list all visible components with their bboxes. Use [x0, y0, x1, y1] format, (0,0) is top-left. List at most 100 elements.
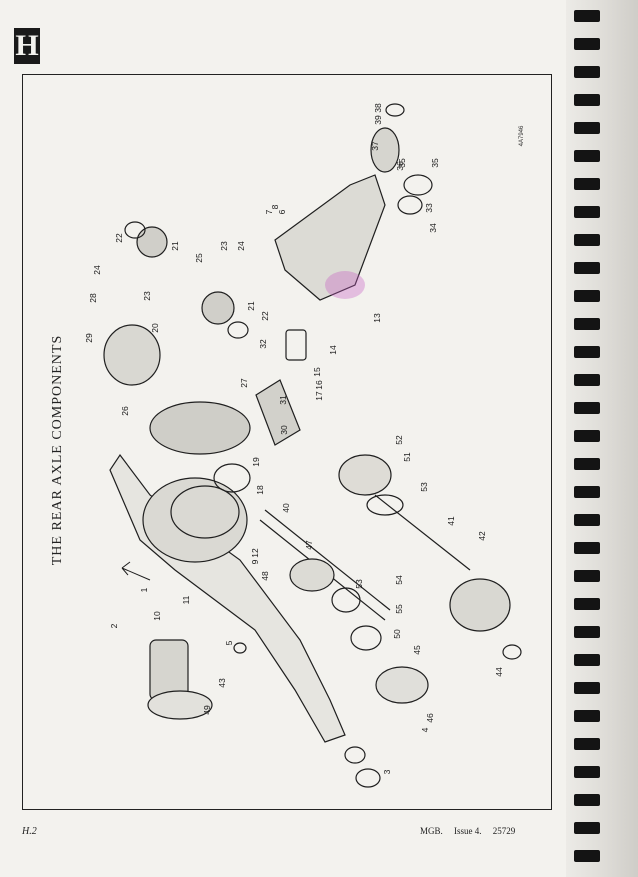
part-label-15: 15 — [312, 367, 322, 377]
section-tab: H — [14, 28, 40, 64]
part-label-19: 19 — [251, 457, 261, 467]
nut — [355, 768, 381, 788]
part-label-10: 10 — [152, 611, 162, 621]
taper-bearing — [397, 195, 423, 215]
differential-gear — [201, 291, 235, 325]
direction-arrow — [121, 561, 151, 581]
pinion-shaft — [255, 379, 301, 446]
part-label-32: 32 — [258, 339, 268, 349]
binding-coil — [574, 794, 600, 806]
binding-coil — [574, 374, 600, 386]
gasket — [366, 494, 404, 516]
exploded-view-diagram: 1234567891011121314151617181920212122222… — [84, 103, 522, 788]
part-label-21: 21 — [170, 241, 180, 251]
binding-coil — [574, 402, 600, 414]
right-hub — [375, 666, 429, 704]
differential-housing — [142, 477, 248, 563]
part-label-36: 36 — [395, 161, 405, 171]
part-label-16: 16 — [314, 380, 324, 390]
part-label-22: 22 — [260, 311, 270, 321]
part-label-21: 21 — [246, 301, 256, 311]
part-label-23: 23 — [142, 291, 152, 301]
part-label-7: 7 — [264, 209, 274, 214]
part-label-4: 4 — [420, 727, 430, 732]
part-label-8: 8 — [270, 204, 280, 209]
part-label-48: 48 — [260, 571, 270, 581]
binding-coil — [574, 290, 600, 302]
differential-gear — [136, 226, 168, 258]
part-label-38: 38 — [373, 103, 383, 113]
part-label-5: 5 — [224, 640, 234, 645]
part-label-35: 35 — [430, 158, 440, 168]
part-label-25: 25 — [194, 253, 204, 263]
part-label-52: 52 — [394, 435, 404, 445]
binding-coil — [574, 66, 600, 78]
part-label-49: 49 — [202, 705, 212, 715]
part-label-47: 47 — [304, 540, 314, 550]
part-label-17: 17 — [314, 391, 324, 401]
part-label-51: 51 — [402, 452, 412, 462]
figure-frame — [22, 74, 552, 810]
washer — [344, 746, 366, 764]
part-label-39: 39 — [373, 115, 383, 125]
part-label-22: 22 — [114, 233, 124, 243]
page-number: H.2 — [22, 826, 37, 837]
part-number-labels: 1234567891011121314151617181920212122222… — [84, 103, 504, 774]
binding-coil — [574, 430, 600, 442]
part-label-3: 3 — [382, 769, 392, 774]
part-label-31: 31 — [278, 395, 288, 405]
right-half-shaft — [264, 509, 391, 611]
part-label-2: 2 — [109, 623, 119, 628]
crown-wheel — [149, 401, 251, 455]
right-bearing-housing — [289, 558, 335, 592]
housing-opening — [170, 485, 240, 539]
hub-assembly — [449, 578, 511, 632]
differential-bearing — [213, 463, 251, 493]
oil-seal — [331, 587, 361, 613]
part-label-28: 28 — [88, 293, 98, 303]
part-label-20: 20 — [150, 323, 160, 333]
binding-coil — [574, 710, 600, 722]
pinion-flange — [370, 127, 400, 173]
binding-coil — [574, 766, 600, 778]
part-label-9: 9 — [250, 559, 260, 564]
binding-coil — [574, 178, 600, 190]
part-label-42: 42 — [477, 531, 487, 541]
pinion-spacer — [285, 329, 307, 361]
part-label-14: 14 — [328, 345, 338, 355]
magenta-tint — [325, 271, 365, 299]
thrust-washer — [227, 321, 249, 339]
binding-coil — [574, 738, 600, 750]
binding-coil — [574, 570, 600, 582]
binding-coil — [574, 38, 600, 50]
part-label-50: 50 — [392, 629, 402, 639]
part-label-13: 13 — [372, 313, 382, 323]
differential-cage — [103, 324, 161, 386]
binding-coil — [574, 850, 600, 862]
binding-coil — [574, 598, 600, 610]
part-label-54: 54 — [394, 575, 404, 585]
part-label-53: 53 — [419, 482, 429, 492]
pinion-carrier — [274, 174, 386, 301]
binding-coil — [574, 206, 600, 218]
issue-number: Issue 4. — [454, 826, 482, 836]
pinion-nut — [385, 103, 405, 117]
part-label-46: 46 — [425, 713, 435, 723]
binding-coil — [574, 822, 600, 834]
part-label-12: 12 — [250, 548, 260, 558]
binding-coil — [574, 346, 600, 358]
part-label-23: 23 — [219, 241, 229, 251]
part-label-45: 45 — [412, 645, 422, 655]
part-label-11: 11 — [181, 595, 191, 604]
drain-plug — [233, 642, 247, 654]
part-label-40: 40 — [281, 503, 291, 513]
part-label-24: 24 — [92, 265, 102, 275]
bearing — [350, 625, 382, 651]
binding-coil — [574, 654, 600, 666]
part-label-41: 41 — [446, 516, 456, 526]
publication-code: 25729 — [492, 826, 516, 836]
part-label-33: 33 — [424, 203, 434, 213]
thrust-washer — [124, 221, 146, 239]
binding-coil — [574, 10, 600, 22]
part-label-35: 35 — [397, 158, 407, 168]
